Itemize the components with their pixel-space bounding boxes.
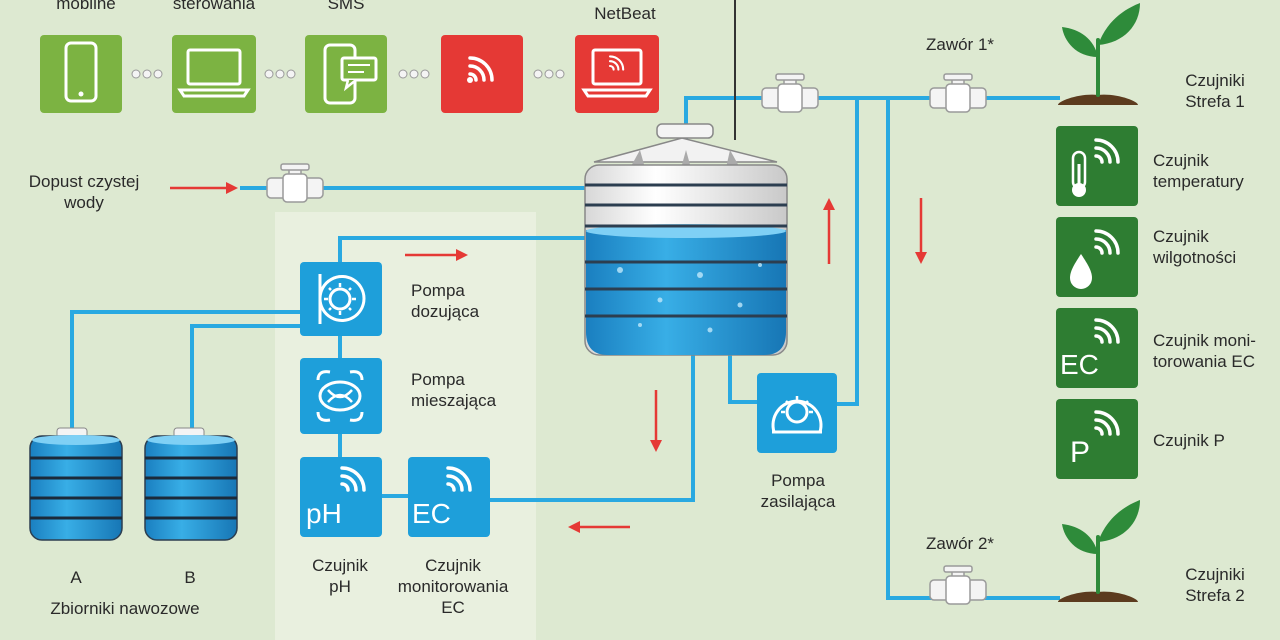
pipe-top-main [684,96,1060,150]
label-ec-module: Czujnik monitorowania EC [397,556,509,617]
pipe-to-tank-a [70,310,303,428]
pipe-to-tank-b [190,324,303,428]
arrow-back-left [568,521,630,533]
dosing-pump-module [300,262,382,336]
pipe-zone2 [886,98,1060,600]
feed-pump-module [757,373,837,453]
wireless-signal-icon [467,56,494,83]
label-dosing-pump: Pompa dozująca [411,281,480,321]
label-ph-sensor: Czujnik pH [312,556,368,596]
device-netbeat [575,35,659,113]
arrow-down-tank [650,390,662,452]
device-mobile [40,35,122,113]
label-zone1: Czujniki Strefa 1 [1185,71,1245,111]
inlet-valve [266,163,324,203]
main-water-tank [584,123,788,356]
sun-gear-icon [328,287,352,311]
ph-sensor-module: pH [300,457,382,537]
arrow-inlet [170,182,238,194]
flow-arrows [170,182,927,533]
mixer-icon [327,389,353,403]
pipe-tank-to-feed-pump [728,355,757,404]
pipe-tank-to-dosing [338,236,585,262]
water-drop-icon [1070,254,1092,289]
label-sms: SMS [327,0,365,13]
zone1-valve [929,73,987,113]
sensor-ec: EC [1056,308,1138,388]
label-tank-a: A [70,568,82,587]
label-zone2: Czujniki Strefa 2 [1185,565,1245,605]
plant-zone1-icon [1056,1,1142,107]
arrow-to-dosing [405,249,468,261]
p-sensor-icon: P [1070,436,1090,469]
pipe-ec-to-tank [488,355,695,502]
label-sensor-temperature: Czujnik temperatury [1153,151,1244,191]
main-valve [761,73,819,113]
label-fertilizer-tanks: Zbiorniki nawozowe [50,599,200,618]
label-laptop: sterowania [172,0,256,13]
sensor-humidity [1056,217,1138,297]
label-tank-b: B [184,568,196,587]
laptop-wireless-icon [591,48,643,86]
label-feed-pump: Pompa zasilająca [760,471,836,511]
label-sensor-p: Czujnik P [1153,431,1225,450]
smartphone-icon [64,41,98,103]
label-inlet: Dopust czystej wody [28,172,140,212]
thermometer-icon [1071,150,1087,197]
pump-gear-icon [785,400,809,424]
ec-sensor-module: EC [408,457,490,537]
ec-glyph: EC [412,498,451,529]
label-mixing-pump: Pompa mieszająca [411,370,497,410]
sensor-temperature [1056,126,1138,206]
pipe-feed-up [837,98,859,406]
mixing-pump-module [300,358,382,434]
ph-glyph: pH [306,498,342,529]
device-laptop [172,35,256,113]
fertilizer-tank-b [144,427,238,541]
label-mobile: mobilne [56,0,116,13]
plant-zone2-icon [1056,498,1142,604]
label-sensor-humidity: Czujnik wilgotności [1153,227,1237,267]
sensor-p: P [1056,399,1138,479]
fertilizer-tank-a [29,427,123,541]
device-connectors [131,69,565,79]
arrow-down-feed [915,198,927,264]
device-sms [305,35,387,113]
ec-sensor-icon: EC [1060,349,1099,380]
laptop-icon [186,48,242,86]
label-valve2: Zawór 2* [925,534,995,553]
label-valve1: Zawór 1* [925,35,995,54]
zone2-valve [929,565,987,605]
label-sensor-ec: Czujnik moni- torowania EC [1153,331,1256,371]
device-wireless [441,35,523,113]
label-netbeat: NetBeat [594,4,656,23]
arrow-up-feed [823,198,835,264]
